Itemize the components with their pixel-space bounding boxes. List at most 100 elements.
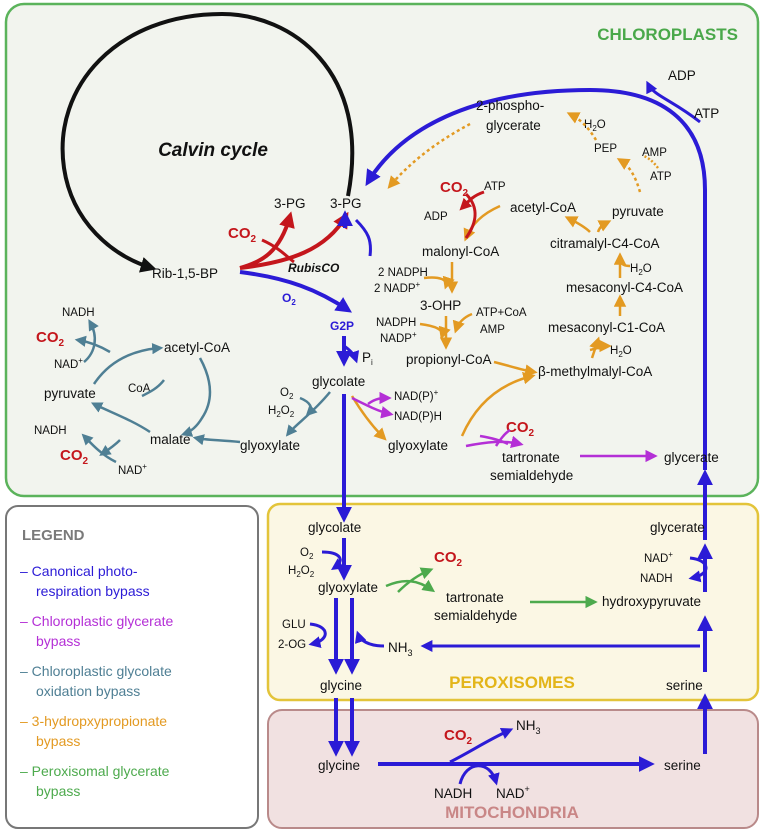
legend-box	[5, 505, 259, 829]
glyoxylate-to-tartronate-purple	[465, 435, 524, 448]
chloroplasts-title: CHLOROPLASTS	[597, 25, 738, 44]
h2o2-glyc: H2O2	[268, 405, 295, 419]
serine-perox: serine	[666, 678, 703, 693]
coa-link	[141, 379, 165, 398]
2-phosphoglycerate-line1: 2-phospho-	[476, 98, 544, 113]
glycine-perox: glycine	[320, 678, 362, 693]
2-og-label: 2-OG	[278, 639, 306, 651]
pyruvate-to-acetyl-coa	[92, 342, 164, 385]
legend-item-1-line-2: respiration bypass	[36, 583, 150, 599]
calvin-cycle-arc	[60, 11, 355, 273]
pyruvate-glyc: pyruvate	[44, 386, 96, 401]
nadp-hp: NADP+	[380, 330, 417, 345]
3-ohp: 3-OHP	[420, 298, 461, 313]
citramalyl-c4-coa: citramalyl-C4-CoA	[550, 236, 660, 251]
nadph-p: NAD(P)H	[394, 411, 442, 423]
nadp-reduce-purple	[367, 391, 392, 406]
legend-item-5-line-1: – Peroxisomal glycerate	[20, 763, 170, 779]
mitochondria-compartment	[267, 709, 759, 829]
coa-glyc: CoA	[128, 383, 151, 395]
acetyl-coa-glyc: acetyl-CoA	[164, 340, 230, 355]
glycolate-perox: glycolate	[308, 520, 361, 535]
3-pg-right: 3-PG	[330, 196, 362, 211]
amp-label: AMP	[642, 147, 667, 159]
malonyl-coa: malonyl-CoA	[422, 244, 499, 259]
acetyl-coa-hp: acetyl-CoA	[510, 200, 576, 215]
legend-item-3-line-1: – Chloroplastic glycolate	[20, 663, 172, 679]
co2-nh3-release	[449, 728, 514, 764]
rubisco-arrow-2	[239, 211, 349, 270]
2-phosphoglycerate-line2: glycerate	[486, 118, 541, 133]
tartronate-line1: tartronate	[502, 450, 560, 465]
co2-mito: CO2	[444, 727, 473, 747]
glycine-mito: glycine	[318, 758, 360, 773]
legend-item-3-line-2: oxidation bypass	[36, 683, 140, 699]
canonical-return-arrow	[365, 87, 707, 470]
glyoxylate-glyc: glyoxylate	[240, 438, 300, 453]
co2-calvin: CO2	[228, 225, 257, 245]
co2-release-lower	[99, 439, 121, 456]
hydroxypyruvate: hydroxypyruvate	[602, 594, 701, 609]
propionyl-coa: propionyl-CoA	[406, 352, 492, 367]
co2-tartronate: CO2	[506, 419, 535, 439]
nad-mito: NAD+	[496, 784, 530, 801]
chloroplast-compartment	[4, 2, 760, 498]
glyoxylate-hp-curve	[460, 372, 536, 437]
co2-release-purple	[479, 428, 511, 447]
amp-hp: AMP	[480, 324, 505, 336]
pep-label: PEP	[594, 143, 617, 155]
legend-item-2-line-2: bypass	[36, 633, 80, 649]
nh3-perox: NH3	[388, 640, 413, 658]
o2-calvin: O2	[282, 291, 296, 307]
co2-hp: CO2	[440, 179, 469, 199]
o2-consumption-teal	[299, 396, 318, 417]
nad-nadh-lower	[81, 433, 117, 464]
glycolate-to-glyoxylate-purple	[351, 396, 394, 419]
2-nadp: 2 NADP+	[374, 280, 421, 295]
nadh-2: NADH	[34, 425, 67, 437]
calvin-cycle-title: Calvin cycle	[158, 140, 268, 161]
nadh-perox: NADH	[640, 573, 673, 585]
nadp-p: NAD(P)+	[394, 388, 439, 403]
legend-item-4-line-2: bypass	[36, 733, 80, 749]
atp-amp-side	[643, 154, 659, 169]
malate-to-pyruvate	[90, 402, 151, 434]
mitochondria-title: MITOCHONDRIA	[445, 803, 579, 822]
legend-item-2-line-1: – Chloroplastic glycerate	[20, 613, 174, 629]
adp-label: ADP	[424, 211, 448, 223]
tartronate-perox-line2: semialdehyde	[434, 608, 517, 623]
legend-item-5-line-2: bypass	[36, 783, 80, 799]
glyoxylate-to-malate	[192, 434, 241, 446]
glu-og-arc	[308, 622, 327, 649]
pi-release	[343, 344, 360, 364]
glycerate-chloro: glycerate	[664, 450, 719, 465]
glycolate-chloro: glycolate	[312, 374, 365, 389]
citramalyl-to-acetyl	[564, 216, 591, 233]
co2-release-green	[397, 567, 434, 593]
nh3-mito: NH3	[516, 718, 541, 736]
nadh-nad-arc	[458, 764, 500, 786]
glu-label: GLU	[282, 619, 306, 631]
nad-2: NAD+	[118, 462, 147, 477]
nadph-consume-2	[419, 322, 451, 340]
co2-input-arc	[261, 238, 295, 264]
co2-release-upper	[74, 335, 111, 354]
tartronate-line2: semialdehyde	[490, 468, 573, 483]
nadh-mito: NADH	[434, 786, 472, 801]
nh3-to-glycine	[354, 630, 385, 648]
pyruvate-hp: pyruvate	[612, 204, 664, 219]
peroxisomes-title: PEROXISOMES	[449, 673, 575, 692]
peroxisome-compartment	[266, 502, 760, 702]
o2-perox: O2	[300, 547, 314, 561]
pep-to-2pg	[566, 112, 598, 141]
propionyl-to-methylmalyl	[493, 360, 538, 377]
atp-top: ATP	[694, 106, 719, 121]
pi-label: Pi	[362, 350, 373, 367]
h2o-mid: H2O	[630, 263, 652, 277]
rubisco-label: RubisCO	[288, 261, 340, 275]
glycolate-to-glyoxylate-teal	[285, 391, 331, 437]
nadph-hp: NADPH	[376, 317, 416, 329]
oxygenation-arrow	[239, 270, 352, 313]
nad-perox: NAD+	[644, 550, 673, 565]
co2-glyc-2: CO2	[60, 447, 89, 467]
